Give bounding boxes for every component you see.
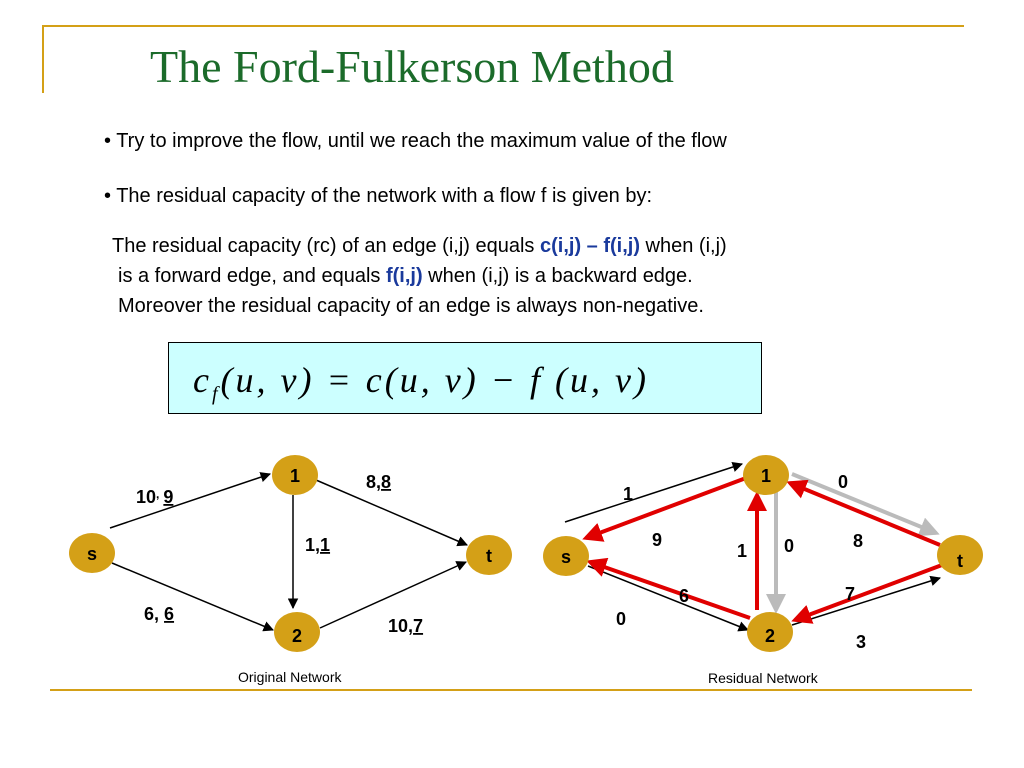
res-label-s-2-forward: 0 bbox=[616, 609, 626, 629]
orig-edge-s-1 bbox=[109, 472, 271, 529]
orig-edge-2-t bbox=[319, 561, 467, 629]
paragraph-text: when (i,j) bbox=[639, 235, 727, 257]
bullet-2: • The residual capacity of the network w… bbox=[104, 185, 653, 207]
orig-node-s bbox=[69, 533, 115, 573]
separator: , bbox=[154, 604, 164, 624]
orig-label-2-t: 10,7 bbox=[388, 616, 423, 636]
res-label-1-s-backward: 9 bbox=[652, 530, 662, 550]
res-label-2-s-backward: 6 bbox=[679, 586, 689, 606]
separator: , bbox=[408, 616, 413, 636]
orig-edge-1-t bbox=[315, 479, 468, 547]
res-label-1-t-forward: 0 bbox=[838, 472, 848, 492]
capacity: 6 bbox=[144, 604, 154, 624]
paragraph-line-2: is a forward edge, and equals f(i,j) whe… bbox=[112, 261, 727, 291]
bullet-1: • Try to improve the flow, until we reac… bbox=[104, 130, 727, 152]
capacity: 1 bbox=[305, 535, 315, 555]
capacity: 10 bbox=[388, 616, 408, 636]
orig-node-2 bbox=[274, 612, 320, 652]
res-label-t-1-backward: 8 bbox=[853, 531, 863, 551]
paragraph-line-3: Moreover the residual capacity of an edg… bbox=[118, 295, 704, 317]
formula-subscript: f bbox=[211, 383, 221, 406]
res-label-s-1-forward: 1 bbox=[623, 484, 633, 504]
res-label-2-1-backward: 1 bbox=[737, 541, 747, 561]
separator: , bbox=[376, 472, 381, 492]
res-node-1-label: 1 bbox=[761, 466, 771, 486]
res-node-t-label: t bbox=[957, 551, 963, 571]
res-node-2 bbox=[747, 612, 793, 652]
flow: 1 bbox=[320, 535, 330, 555]
separator: , bbox=[156, 487, 159, 501]
original-network-caption: Original Network bbox=[238, 669, 342, 685]
flow: 8 bbox=[381, 472, 391, 492]
res-label-2-t-forward: 3 bbox=[856, 632, 866, 652]
orig-node-2-label: 2 bbox=[292, 626, 302, 646]
res-node-s-label: s bbox=[561, 547, 571, 567]
res-node-t bbox=[937, 535, 983, 575]
res-edge-2-s-backward bbox=[586, 557, 751, 620]
orig-node-t-label: t bbox=[486, 546, 492, 566]
original-network: s 1 2 t 10,9 8,8 1,1 6, 6 10,7 bbox=[69, 455, 512, 652]
residual-capacity-paragraph: The residual capacity (rc) of an edge (i… bbox=[112, 231, 727, 321]
separator: , bbox=[315, 535, 320, 555]
orig-node-1-label: 1 bbox=[290, 466, 300, 486]
paragraph-line-1: The residual capacity (rc) of an edge (i… bbox=[112, 231, 727, 261]
res-edge-t-2-backward bbox=[791, 563, 943, 624]
residual-capacity-formula: cf(u, v) = c(u, v) − f (u, v) bbox=[193, 359, 649, 406]
residual-network-caption: Residual Network bbox=[708, 670, 818, 686]
paragraph-text: when (i,j) is a backward edge. bbox=[422, 265, 693, 287]
res-edge-t-1-backward bbox=[786, 479, 941, 547]
res-edge-1-s-backward bbox=[582, 476, 747, 542]
res-edge-1-t-forward bbox=[791, 472, 940, 537]
formula-box: cf(u, v) = c(u, v) − f (u, v) bbox=[168, 342, 762, 414]
flow: 6 bbox=[164, 604, 174, 624]
paragraph-text: The residual capacity (rc) of an edge (i… bbox=[112, 235, 540, 257]
frame-top-rule bbox=[42, 25, 964, 27]
formula-c: c bbox=[193, 360, 212, 400]
forward-rc-expression: c(i,j) – f(i,j) bbox=[539, 235, 640, 257]
orig-node-1 bbox=[272, 455, 318, 495]
paragraph-text: is a forward edge, and equals bbox=[118, 265, 386, 287]
res-label-1-2-forward: 0 bbox=[784, 536, 794, 556]
frame-bottom-rule bbox=[50, 689, 972, 691]
backward-rc-expression: f(i,j) bbox=[385, 265, 423, 287]
orig-label-s-1: 10,9 bbox=[136, 487, 173, 507]
res-label-t-2-backward: 7 bbox=[845, 584, 855, 604]
orig-node-s-label: s bbox=[87, 544, 97, 564]
orig-label-1-t: 8,8 bbox=[366, 472, 391, 492]
residual-network: s 1 2 t 1 9 0 8 1 0 6 0 7 3 bbox=[543, 455, 983, 652]
res-node-s bbox=[543, 536, 589, 576]
orig-label-s-2: 6, 6 bbox=[144, 604, 174, 624]
res-node-2-label: 2 bbox=[765, 626, 775, 646]
orig-node-t bbox=[466, 535, 512, 575]
res-edge-s-2-forward bbox=[587, 565, 749, 632]
capacity: 10 bbox=[136, 487, 156, 507]
orig-edge-s-2 bbox=[111, 562, 274, 632]
frame-left-rule bbox=[42, 25, 44, 93]
capacity: 8 bbox=[366, 472, 376, 492]
orig-label-1-2: 1,1 bbox=[305, 535, 330, 555]
res-edge-2-t-forward bbox=[791, 575, 942, 626]
flow: 7 bbox=[413, 616, 423, 636]
res-edge-s-1-forward bbox=[564, 461, 743, 523]
slide-title: The Ford-Fulkerson Method bbox=[150, 41, 674, 92]
formula-rest: (u, v) = c(u, v) − f (u, v) bbox=[220, 360, 649, 400]
res-node-1 bbox=[743, 455, 789, 495]
flow: 9 bbox=[163, 487, 173, 507]
